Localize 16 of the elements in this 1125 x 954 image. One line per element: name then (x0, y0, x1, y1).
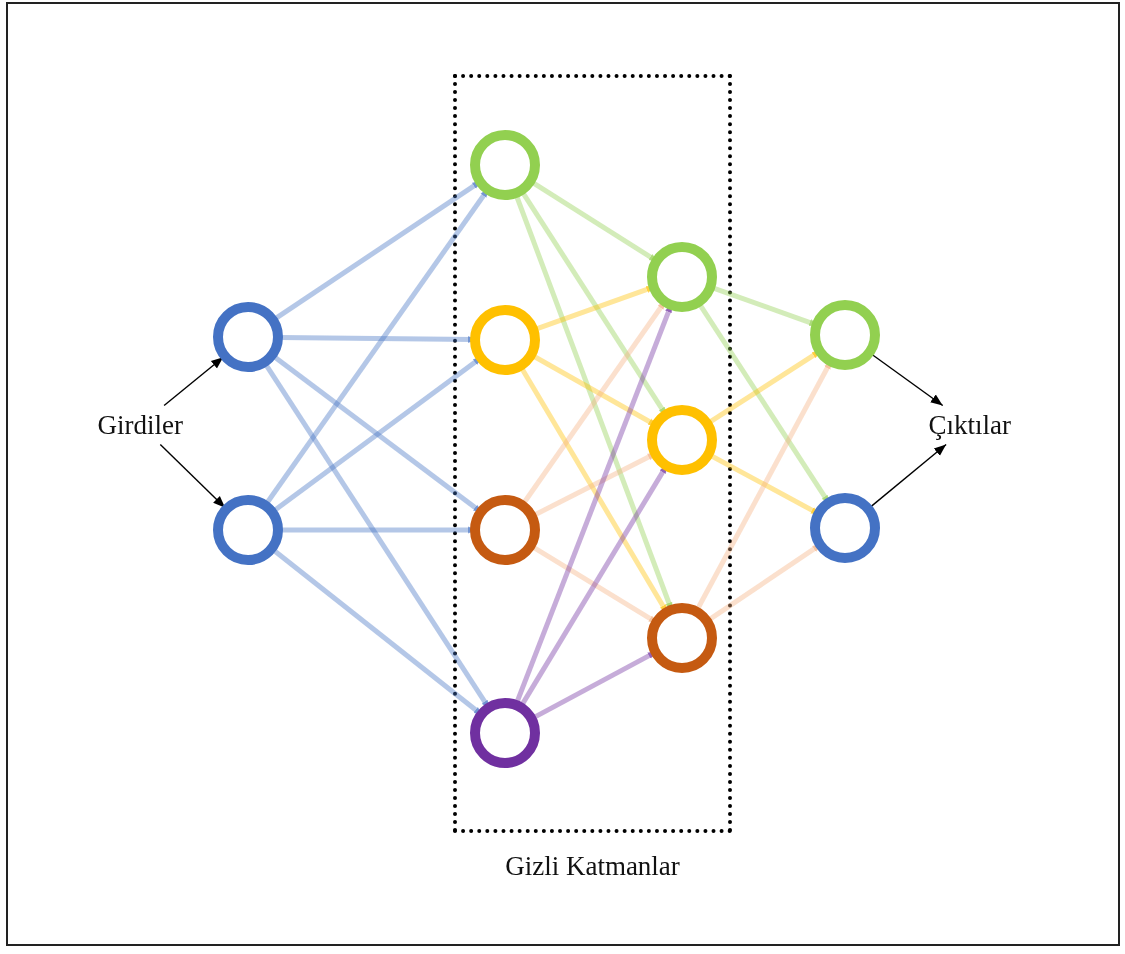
neuron-circle (647, 603, 717, 673)
neuron-circle (810, 493, 880, 563)
text-label: Girdiler (97, 409, 183, 441)
neuron-circle (470, 305, 540, 375)
arrow (163, 356, 224, 407)
neuron-circle (647, 242, 717, 312)
text-label: Çıktılar (928, 409, 1011, 441)
neuron-circle (470, 495, 540, 565)
neuron-circle (810, 300, 880, 370)
layer-label: Gizli Katmanlar (505, 851, 680, 882)
neuron-circle (470, 130, 540, 200)
neuron-circle (213, 302, 283, 372)
neuron-circle (647, 405, 717, 475)
neuron-circle (470, 698, 540, 768)
neuron-circle (213, 495, 283, 565)
arrow (159, 443, 226, 509)
